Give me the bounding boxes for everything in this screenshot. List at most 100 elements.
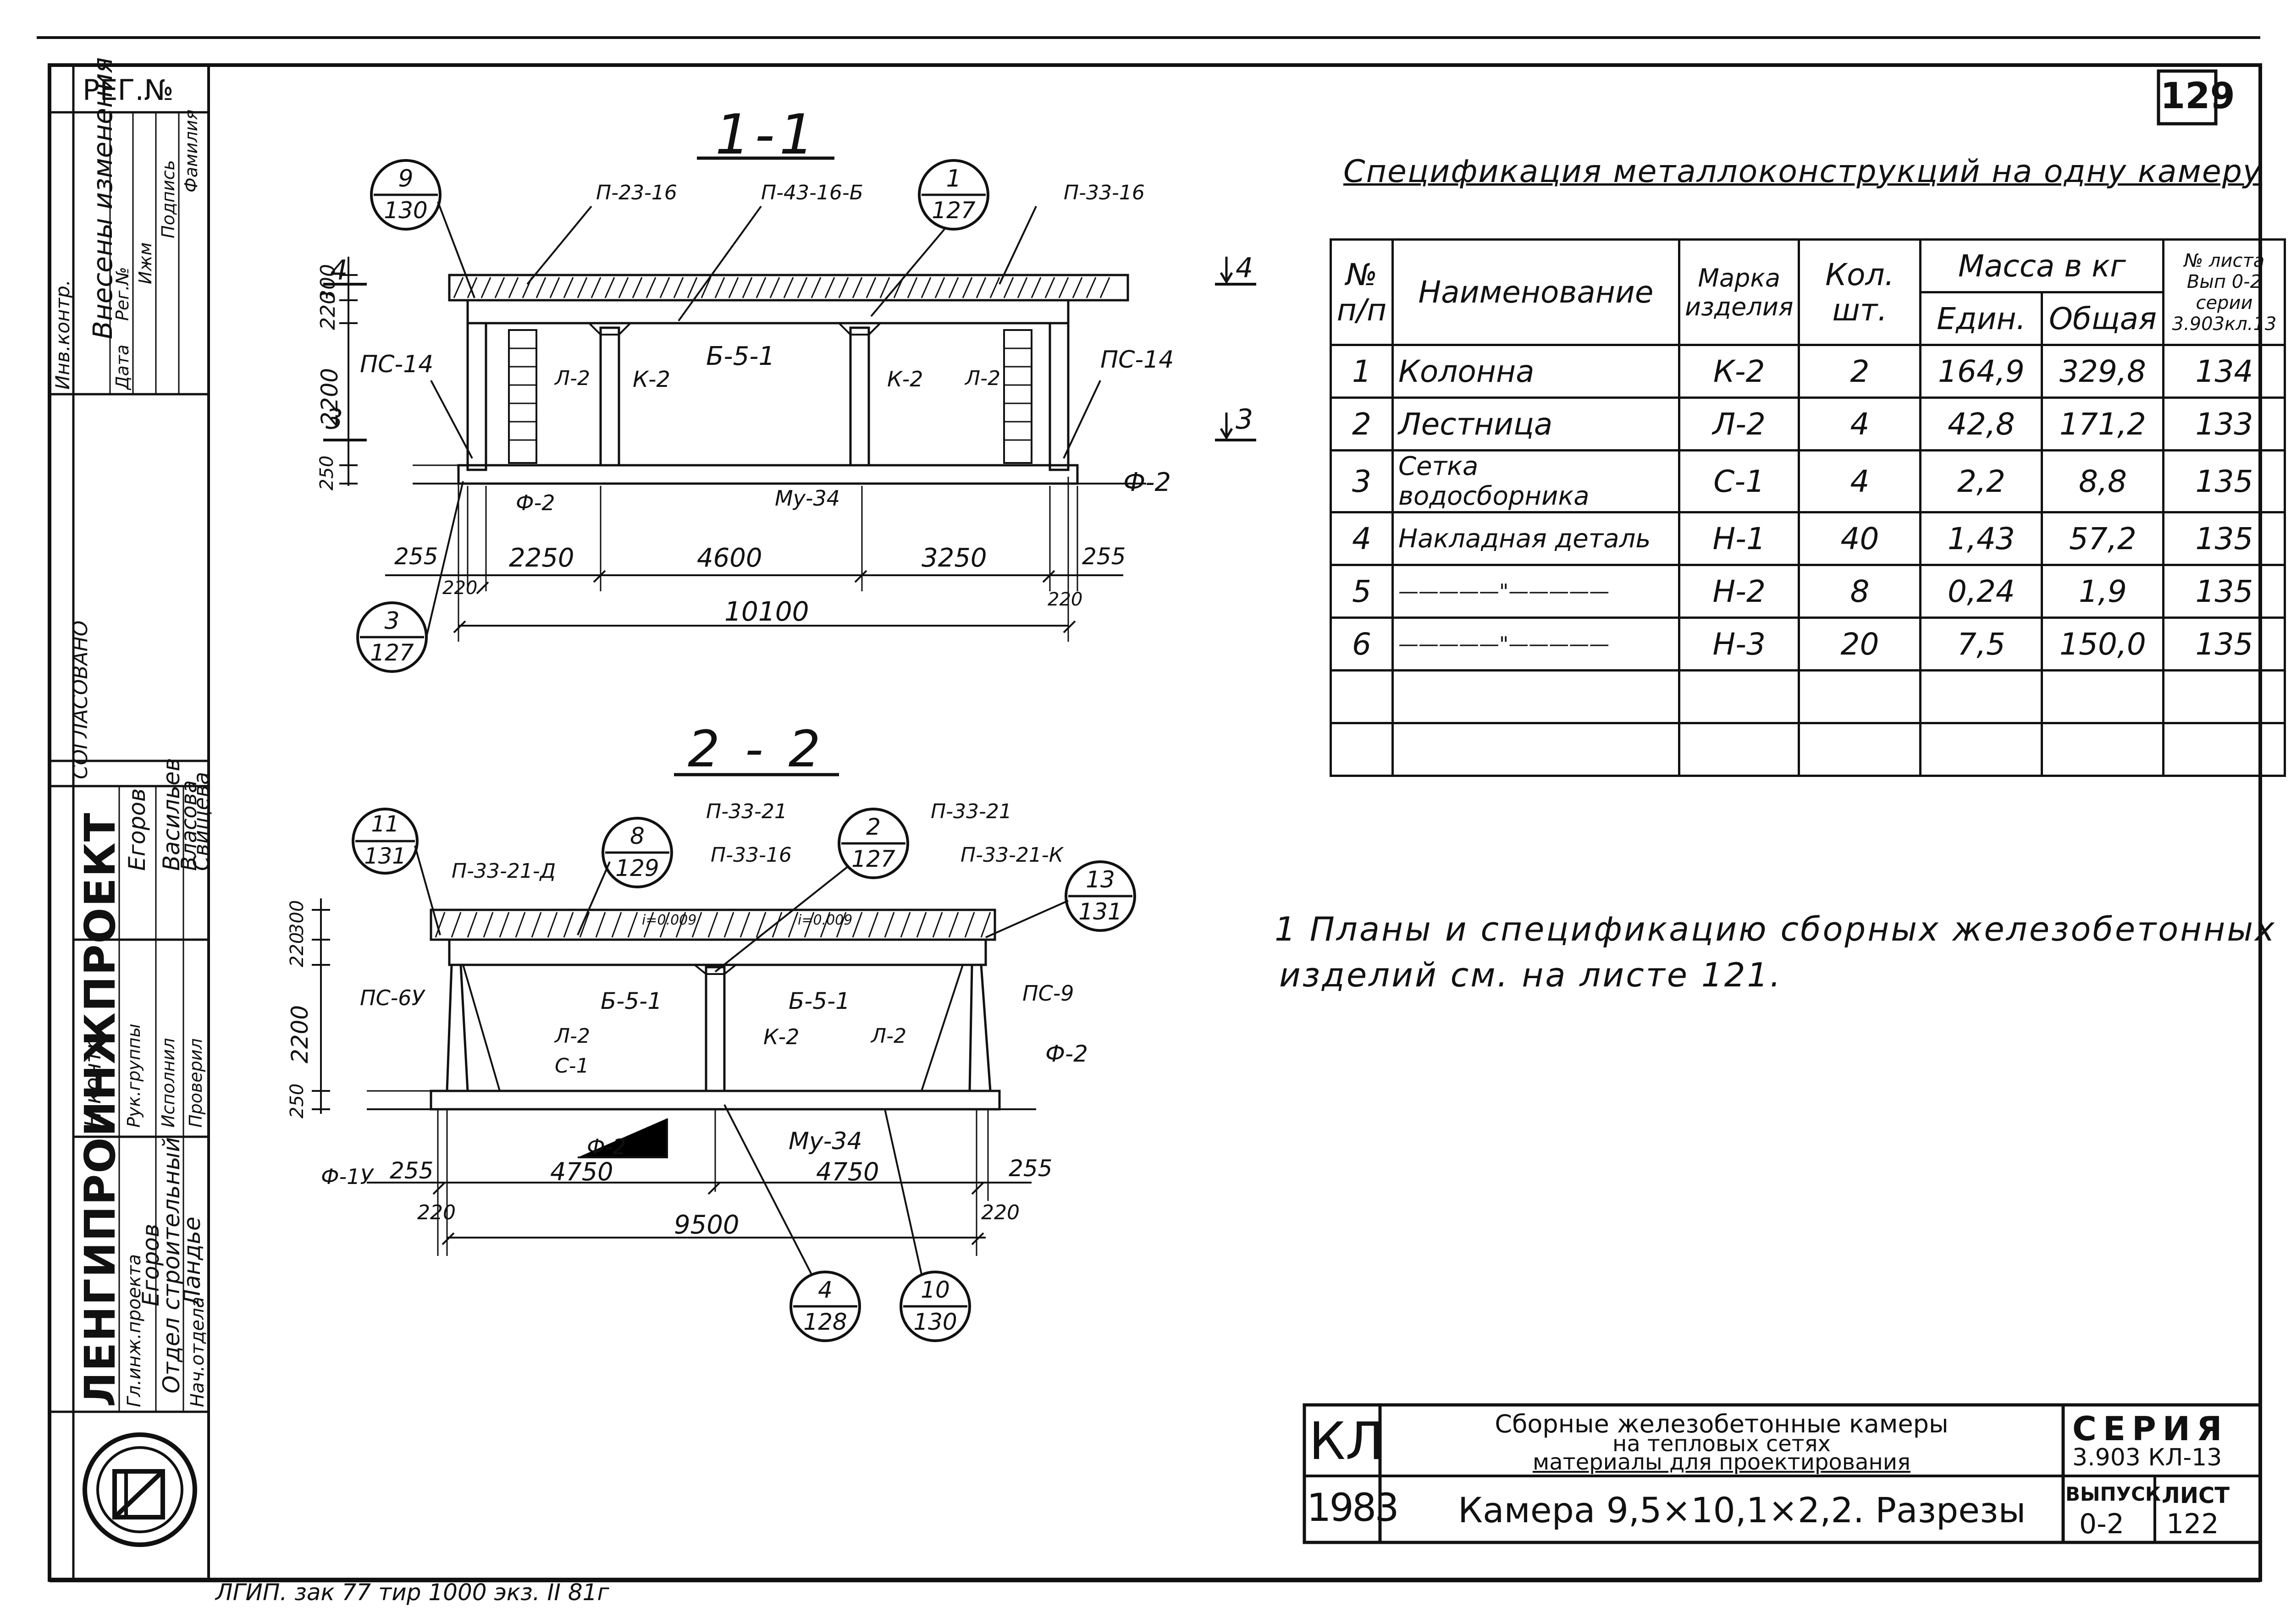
spec-cell: 42,8 [1919,396,2043,451]
spec-title: Спецификация металлоконструкций на одну … [1343,154,2263,190]
stamp-code: КЛ [1309,1412,1384,1471]
spec-cell: 329,8 [2041,344,2165,399]
s22-label-f1u: Ф-1У [321,1164,373,1189]
s11-dim-d255b: 255 [1082,543,1126,570]
spec-cell: С-1 [1678,449,1800,513]
spec-cell [1391,722,1680,777]
spec-cell [1919,722,2043,777]
spec-cell: 7,5 [1919,617,2043,672]
spec-cell: 133 [2162,396,2286,451]
s11-section-mark-4a: 4 [330,254,348,286]
spec-cell: К-2 [1678,344,1800,399]
spec-cell: 134 [2162,344,2286,399]
s22-callout-3-bottom: 127 [851,846,895,872]
s22-label-mu34: Му-34 [789,1128,862,1155]
s22-callout-5-top: 4 [818,1277,833,1303]
spec-cell: 4 [1330,511,1394,566]
spec-table: № п/п Наименование Марка изделия Кол. шт… [1330,238,2286,777]
spec-cell: 1,9 [2041,564,2165,619]
print-footer: ЛГИП. зак 77 тир 1000 экз. II 81г [215,1579,609,1606]
s11-callout-1-top: 9 [398,165,414,193]
s22-dim-d255a: 255 [390,1157,434,1184]
s22-callout-6-bottom: 130 [913,1309,957,1335]
s11-label-k2b: К-2 [887,367,923,391]
spec-cell: 40 [1798,511,1922,566]
s11-callout-3-bottom: 127 [370,639,414,666]
spec-cell [1678,722,1800,777]
spec-cell: 5 [1330,564,1394,619]
spec-cell: 171,2 [2041,396,2165,451]
spec-cell: 2 [1330,396,1394,451]
spec-cell: 135 [2162,511,2286,566]
s22-label-b51a: Б-5-1 [601,988,662,1014]
spec-cell: Накладная деталь [1391,511,1680,566]
stamp-title: Камера 9,5×10,1×2,2. Разрезы [1458,1490,2026,1530]
section-1-1-title: 1-1 [715,103,819,167]
spec-cell: 164,9 [1919,344,2043,399]
table-row [1330,669,2286,724]
s11-label-mu34: Му-34 [775,486,840,511]
note-line-2: изделий см. на листе 121. [1279,956,1783,994]
spec-cell [1678,669,1800,724]
stamp-sheet-label: ЛИСТ [2162,1483,2230,1508]
s22-callout-4-top: 13 [1086,866,1115,893]
spec-header-mass: Масса в кг [1919,238,2165,293]
stamp-sheet: 122 [2166,1508,2219,1540]
s11-section-mark-3a: 3 [326,403,343,435]
table-row: 2 Лестница Л-2 4 42,8 171,2 133 [1330,396,2286,451]
s11-callout-3-top: 3 [384,607,400,635]
s22-callout-3-top: 2 [866,814,881,840]
s11-label-b51: Б-5-1 [706,341,775,371]
spec-cell: Колонна [1391,344,1680,399]
s22-dim-d9500: 9500 [674,1210,740,1240]
s22-label-c1: С-1 [555,1054,589,1078]
s22-label-k2: К-2 [763,1024,800,1049]
spec-cell: 4 [1798,396,1922,451]
s22-label-p3316: П-33-16 [711,843,792,867]
spec-cell [1391,669,1680,724]
table-row: 1 Колонна К-2 2 164,9 329,8 134 [1330,344,2286,399]
spec-header-num: № п/п [1330,238,1394,346]
s22-label-l2b: Л-2 [871,1024,906,1048]
spec-cell: Сетка водосборника [1391,449,1680,513]
stamp-desc-2: на тепловых сетях [1612,1431,1831,1457]
s11-label-p3316: П-33-16 [1064,181,1145,204]
table-row: 4 Накладная деталь Н-1 40 1,43 57,2 135 [1330,511,2286,566]
spec-cell [2162,669,2286,724]
s22-label-f2b: Ф-2 [1045,1040,1088,1067]
spec-header-qty: Кол. шт. [1798,238,1922,346]
s22-label-ps6u: ПС-6У [360,985,425,1010]
s22-dim-d255b: 255 [1009,1155,1053,1182]
s11-callout-1-bottom: 130 [384,197,428,224]
spec-cell [1798,669,1922,724]
stamp-issue-label: ВЫПУСК [2065,1483,2161,1505]
spec-cell [1330,669,1394,724]
s11-label-f2a: Ф-2 [516,490,555,515]
spec-cell: —————"————— [1391,564,1680,619]
s11-label-k2a: К-2 [633,367,670,392]
s11-label-ps14b: ПС-14 [1100,346,1174,374]
stamp-series: 3.903 КЛ-13 [2072,1444,2222,1471]
s11-dim-d10100: 10100 [724,596,809,627]
spec-cell: 0,24 [1919,564,2043,619]
s11-label-f2b: Ф-2 [1123,468,1171,497]
s22-label-p3321k: П-33-21-К [961,843,1063,867]
s11-dim-d4600: 4600 [697,543,762,573]
spec-header-name: Наименование [1391,238,1680,346]
spec-cell: Л-2 [1678,396,1800,451]
s22-dim-d4750b: 4750 [816,1157,879,1186]
spec-cell: 150,0 [2041,617,2165,672]
s22-callout-4-bottom: 131 [1078,898,1122,925]
section-2-2-title: 2 - 2 [688,720,825,778]
table-row [1330,722,2286,777]
spec-cell: 1 [1330,344,1394,399]
stamp-issue: 0-2 [2079,1508,2124,1540]
s11-dim-d255a: 255 [394,543,438,570]
s22-label-slope1: i=0.009 [642,912,697,928]
table-row: 5 —————"————— Н-2 8 0,24 1,9 135 [1330,564,2286,619]
org-logo [83,1432,197,1547]
spec-cell: 2,2 [1919,449,2043,513]
